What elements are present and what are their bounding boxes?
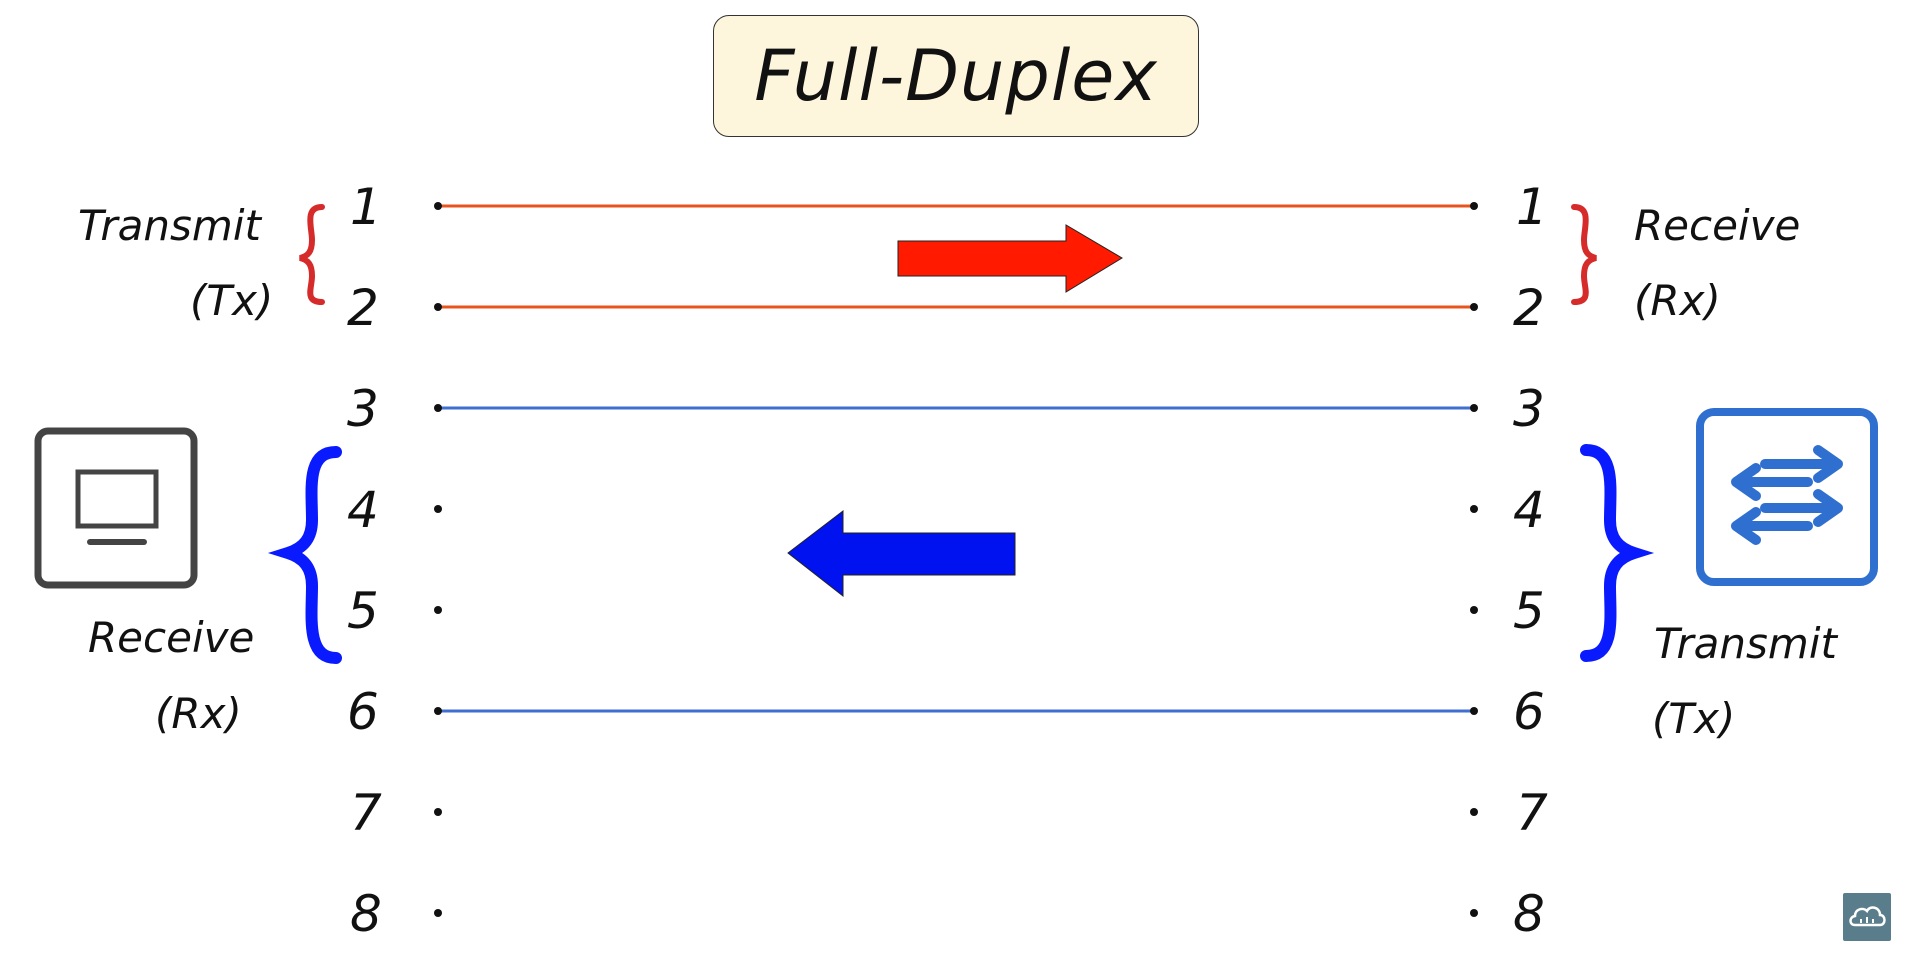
left-pin-3: 3: [347, 380, 379, 438]
right-pin-6: 6: [1513, 683, 1545, 741]
right-pin-dots: [1470, 202, 1478, 917]
cloud-logo-icon: [1843, 893, 1891, 941]
right-pin-8: 8: [1513, 885, 1545, 943]
left-tx-brace: [299, 204, 325, 305]
right-tx-label-line1: Transmit: [1654, 619, 1838, 668]
left-tx-label-line1: Transmit: [78, 201, 262, 250]
right-tx-brace: [1580, 444, 1655, 662]
right-pin-1: 1: [1516, 178, 1548, 236]
right-rx-label-line1: Receive: [1634, 201, 1800, 250]
left-pin-7: 7: [350, 784, 382, 842]
left-rx-brace: [267, 446, 342, 664]
right-rx-brace: [1571, 204, 1597, 305]
switch-icon: [1696, 408, 1878, 586]
left-tx-label-line2: (Tx): [190, 276, 273, 325]
left-pin-5: 5: [347, 582, 379, 640]
left-pin-dots: [434, 202, 442, 917]
right-pin-7: 7: [1516, 784, 1548, 842]
right-pin-numbers: 1 2 3 4 5 6 7 8: [1513, 178, 1548, 943]
right-tx-label-line2: (Tx): [1652, 694, 1735, 743]
computer-icon: [34, 427, 198, 589]
transmit-arrow-right: [897, 224, 1123, 293]
left-pin-6: 6: [347, 683, 379, 741]
left-tx-label: Transmit (Tx): [78, 201, 273, 325]
receive-arrow-left: [787, 509, 1016, 598]
left-rx-label: Receive (Rx): [88, 613, 254, 738]
left-pin-numbers: 1 2 3 4 5 6 7 8: [347, 178, 382, 943]
left-pin-1: 1: [350, 178, 382, 236]
page-title: Full-Duplex: [754, 35, 1158, 117]
right-tx-label: Transmit (Tx): [1652, 619, 1838, 743]
right-rx-label-line2: (Rx): [1634, 276, 1721, 325]
left-pin-8: 8: [350, 885, 382, 943]
left-pin-4: 4: [347, 481, 379, 539]
right-pin-4: 4: [1513, 481, 1545, 539]
left-pin-2: 2: [347, 279, 379, 337]
left-rx-label-line1: Receive: [88, 613, 254, 662]
right-pin-2: 2: [1513, 279, 1545, 337]
right-rx-label: Receive (Rx): [1634, 201, 1800, 325]
right-pin-5: 5: [1513, 582, 1545, 640]
title-box: Full-Duplex: [713, 15, 1199, 137]
left-rx-label-line2: (Rx): [155, 689, 242, 738]
right-pin-3: 3: [1513, 380, 1545, 438]
